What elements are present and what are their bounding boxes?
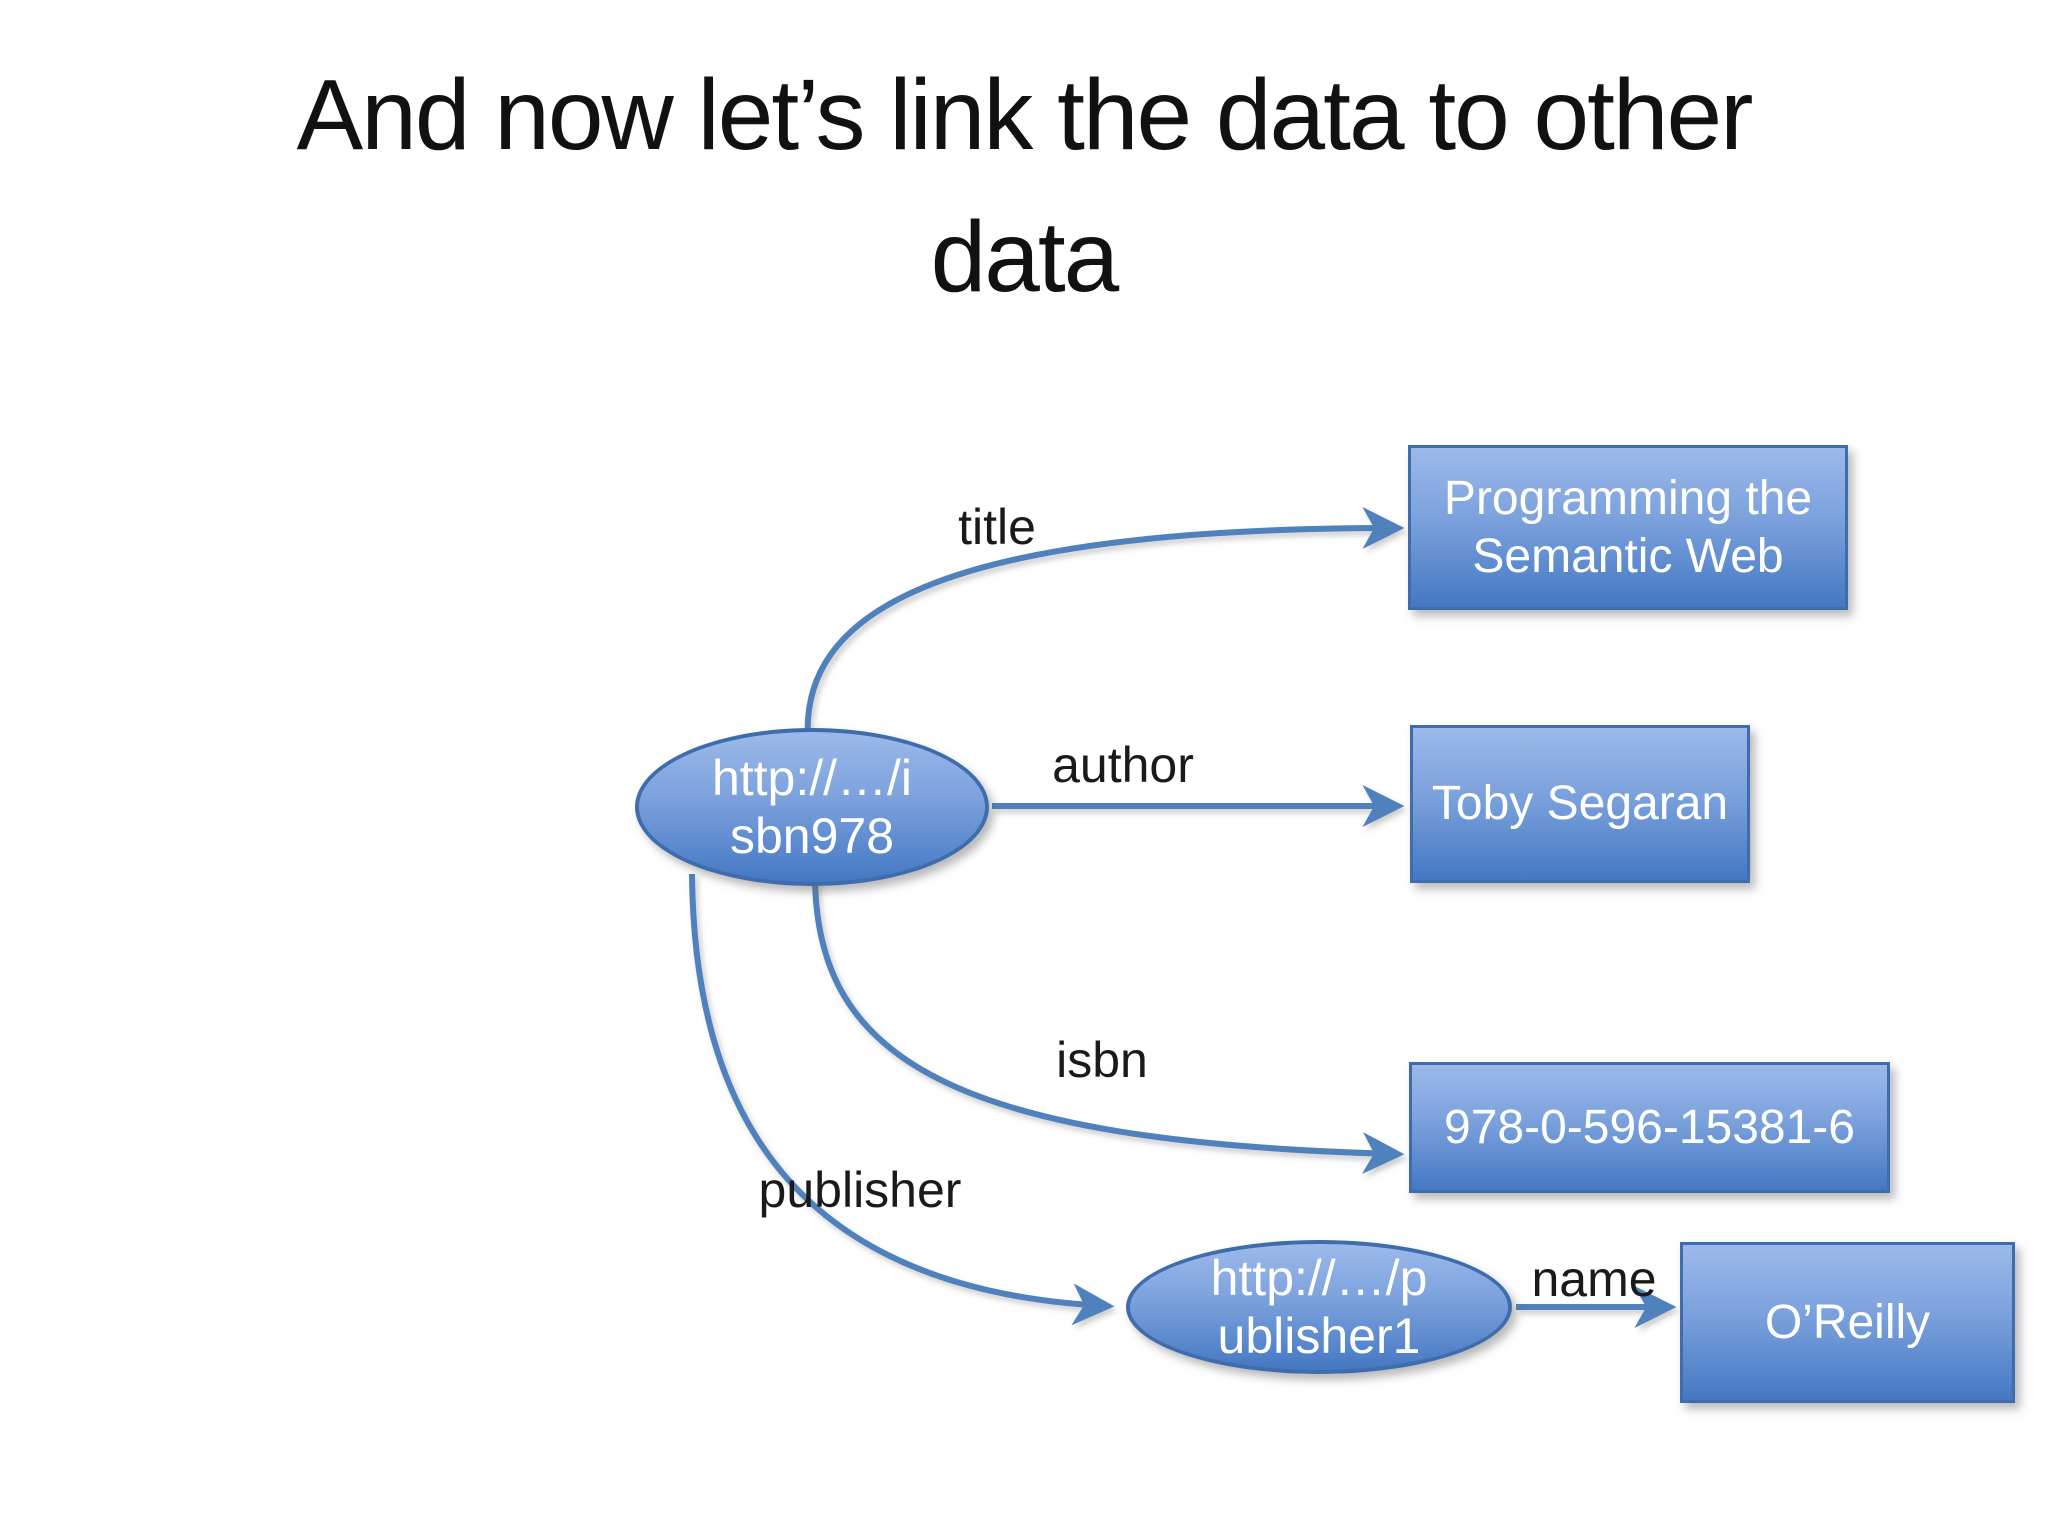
node-book-isbn: 978-0-596-15381-6 <box>1409 1062 1890 1193</box>
node-publisher1-uri-label: http://…/p ublisher1 <box>1210 1250 1428 1364</box>
edge-label-isbn: isbn <box>1056 1032 1148 1088</box>
node-book-isbn-label: 978-0-596-15381-6 <box>1444 1100 1855 1154</box>
node-isbn978-uri: http://…/i sbn978 <box>635 728 989 886</box>
node-book-author: Toby Segaran <box>1410 725 1750 883</box>
node-isbn978-uri-label: http://…/i sbn978 <box>711 750 913 864</box>
edge-label-author: author <box>1052 737 1194 793</box>
node-book-title-label: Programming the Semantic Web <box>1443 471 1813 583</box>
node-publisher1-uri: http://…/p ublisher1 <box>1126 1240 1512 1374</box>
node-publisher-name-label: O’Reilly <box>1764 1295 1931 1349</box>
node-book-author-label: Toby Segaran <box>1431 777 1729 831</box>
node-publisher-name: O’Reilly <box>1680 1242 2015 1403</box>
page-title: And now let’s link the data to other dat… <box>296 59 1754 313</box>
edge-label-name: name <box>1531 1251 1657 1307</box>
edge-isbn-arrow <box>812 879 1405 1175</box>
edge-label-title: title <box>958 499 1036 555</box>
edge-publisher-arrow <box>689 873 1115 1326</box>
node-book-title: Programming the Semantic Web <box>1408 445 1848 610</box>
edge-label-publisher: publisher <box>758 1162 962 1218</box>
edge-title-arrow <box>804 507 1405 741</box>
